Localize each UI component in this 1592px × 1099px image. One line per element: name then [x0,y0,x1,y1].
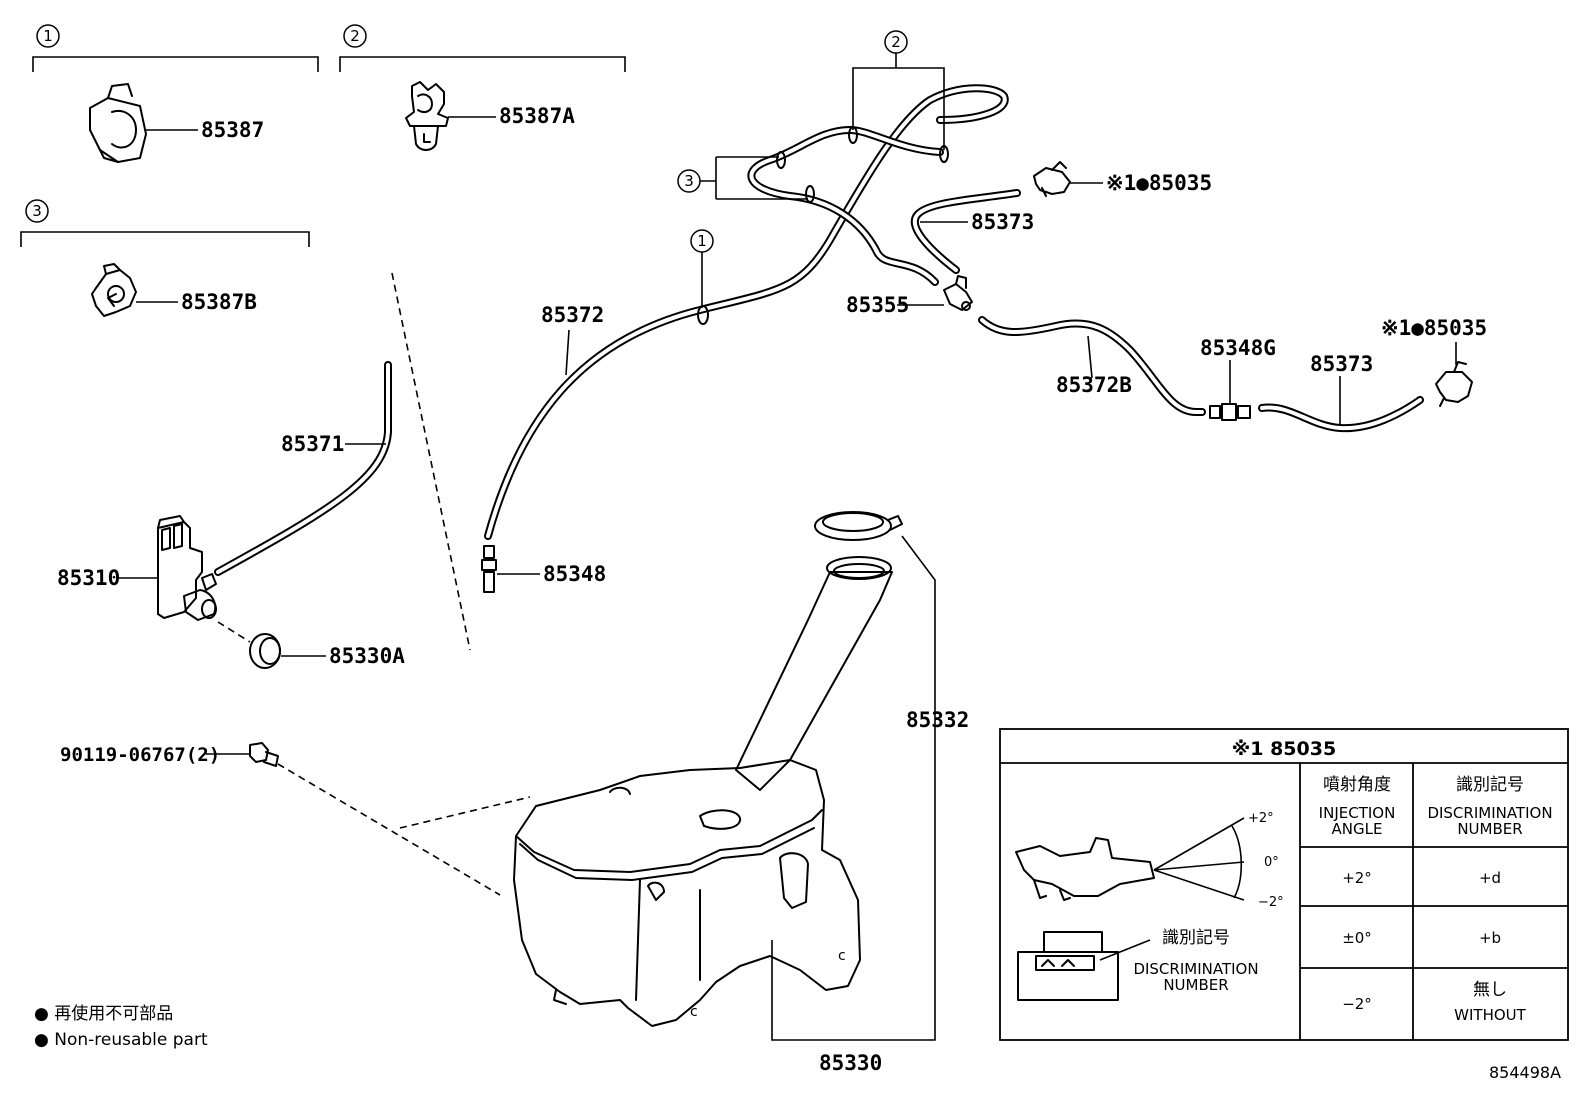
row3-code-jp: 無し [1473,980,1507,1000]
assembly-dashed-line [391,272,471,651]
row3-angle: −2° [1342,995,1372,1013]
row1-code: +d [1479,869,1501,887]
part-label-85355: 85355 [846,293,909,317]
hose-85373-upper[interactable]: 85373 [910,189,1034,274]
part-label-85387A: 85387A [499,104,575,128]
clamp-85387A[interactable]: 85387A [405,81,575,151]
hose-85371[interactable]: 85371 [214,361,392,576]
hose-clamp-2: 2 [848,30,949,163]
legend-line-en: ● Non-reusable part [34,1030,208,1050]
row2-code: +b [1479,929,1501,947]
row2-angle: ±0° [1342,929,1372,947]
group-3-header: 3 [20,199,310,247]
nozzle-spec-table: ※1 85035 噴射角度 INJECTION ANGLE 識別記号 DISCR… [999,728,1569,1041]
hose-85372B[interactable]: 85372B [978,316,1206,416]
spray-angle-illustration: +2° 0° −2° [1015,811,1284,910]
part-label-85372B: 85372B [1056,373,1132,397]
part-label-85371: 85371 [281,432,344,456]
group-2-header: 2 [339,24,626,72]
part-label-85310: 85310 [57,566,120,590]
joint-85348G[interactable]: 85348G [1200,336,1276,421]
part-label-85348: 85348 [543,562,606,586]
table-title: ※1 85035 [1232,738,1336,760]
part-label-85373-lower: 85373 [1310,352,1373,376]
group-1-number: 1 [43,27,53,45]
part-label-85035-lower: ※1●85035 [1381,316,1487,340]
tank-cap-85332[interactable]: 85332 [771,511,969,1041]
part-label-85348G: 85348G [1200,336,1276,360]
diagram-id: 854498A [1489,1063,1561,1082]
part-label-85035-upper: ※1●85035 [1106,171,1212,195]
part-label-85332: 85332 [906,708,969,732]
angle-label-zero: 0° [1264,855,1279,870]
angle-label-minus2: −2° [1258,895,1284,910]
part-label-85330A: 85330A [329,644,405,668]
row1-angle: +2° [1342,869,1372,887]
washer-nozzle-85035-upper[interactable]: ※1●85035 [1033,161,1212,197]
header-discrimination-en-1: DISCRIMINATION [1427,804,1552,822]
header-injection-angle-en-1: INJECTION [1319,804,1396,822]
washer-tank-85330[interactable]: c c 85330 [513,571,893,1075]
hose-85373-lower[interactable]: 85373 [1258,352,1424,433]
angle-label-plus2: +2° [1248,811,1274,826]
washer-pump-motor-85310[interactable]: 85310 [57,515,217,621]
disc-label-jp: 識別記号 [1162,928,1230,948]
group-1-header: 1 [32,24,319,72]
group-2-number: 2 [350,27,360,45]
discrimination-mark-illustration: 識別記号 DISCRIMINATION NUMBER [1017,928,1259,1001]
part-label-90119-06767: 90119-06767(2) [60,744,220,766]
bolt-90119-06767[interactable]: 90119-06767(2) [60,742,531,896]
header-discrimination-jp: 識別記号 [1456,775,1524,795]
disc-label-en-1: DISCRIMINATION [1133,960,1258,978]
group-3-number: 3 [32,202,42,220]
clamp-85387B[interactable]: 85387B [91,263,257,317]
part-label-85373-upper: 85373 [971,210,1034,234]
hose-clamp-1-number: 1 [697,232,707,250]
clamp-85387[interactable]: 85387 [89,83,264,163]
hose-clamp-2-number: 2 [891,33,901,51]
hose-85372[interactable]: 85372 [484,84,1009,540]
header-injection-angle-en-2: ANGLE [1332,820,1383,838]
legend-line-jp: ● 再使用不可部品 [34,1003,173,1024]
part-label-85372: 85372 [541,303,604,327]
tank-marking-c1: c [838,948,846,964]
joint-85348[interactable]: 85348 [481,545,606,593]
header-discrimination-en-2: NUMBER [1457,820,1522,838]
tank-marking-c2: c [690,1004,698,1020]
part-label-85387: 85387 [201,118,264,142]
hose-clamp-3: 3 [677,151,815,203]
hose-clamp-3-number: 3 [684,172,694,190]
header-injection-angle-jp: 噴射角度 [1323,775,1391,795]
washer-nozzle-85035-lower[interactable]: ※1●85035 [1381,316,1487,407]
grommet-85330A[interactable]: 85330A [217,621,405,669]
part-label-85330: 85330 [819,1051,882,1075]
joint-85355[interactable]: 85355 [846,275,973,317]
legend: ● 再使用不可部品 ● Non-reusable part [34,1003,208,1050]
part-label-85387B: 85387B [181,290,257,314]
hose-clamp-1: 1 [690,229,714,325]
disc-label-en-2: NUMBER [1163,976,1228,994]
row3-code: WITHOUT [1454,1006,1526,1024]
